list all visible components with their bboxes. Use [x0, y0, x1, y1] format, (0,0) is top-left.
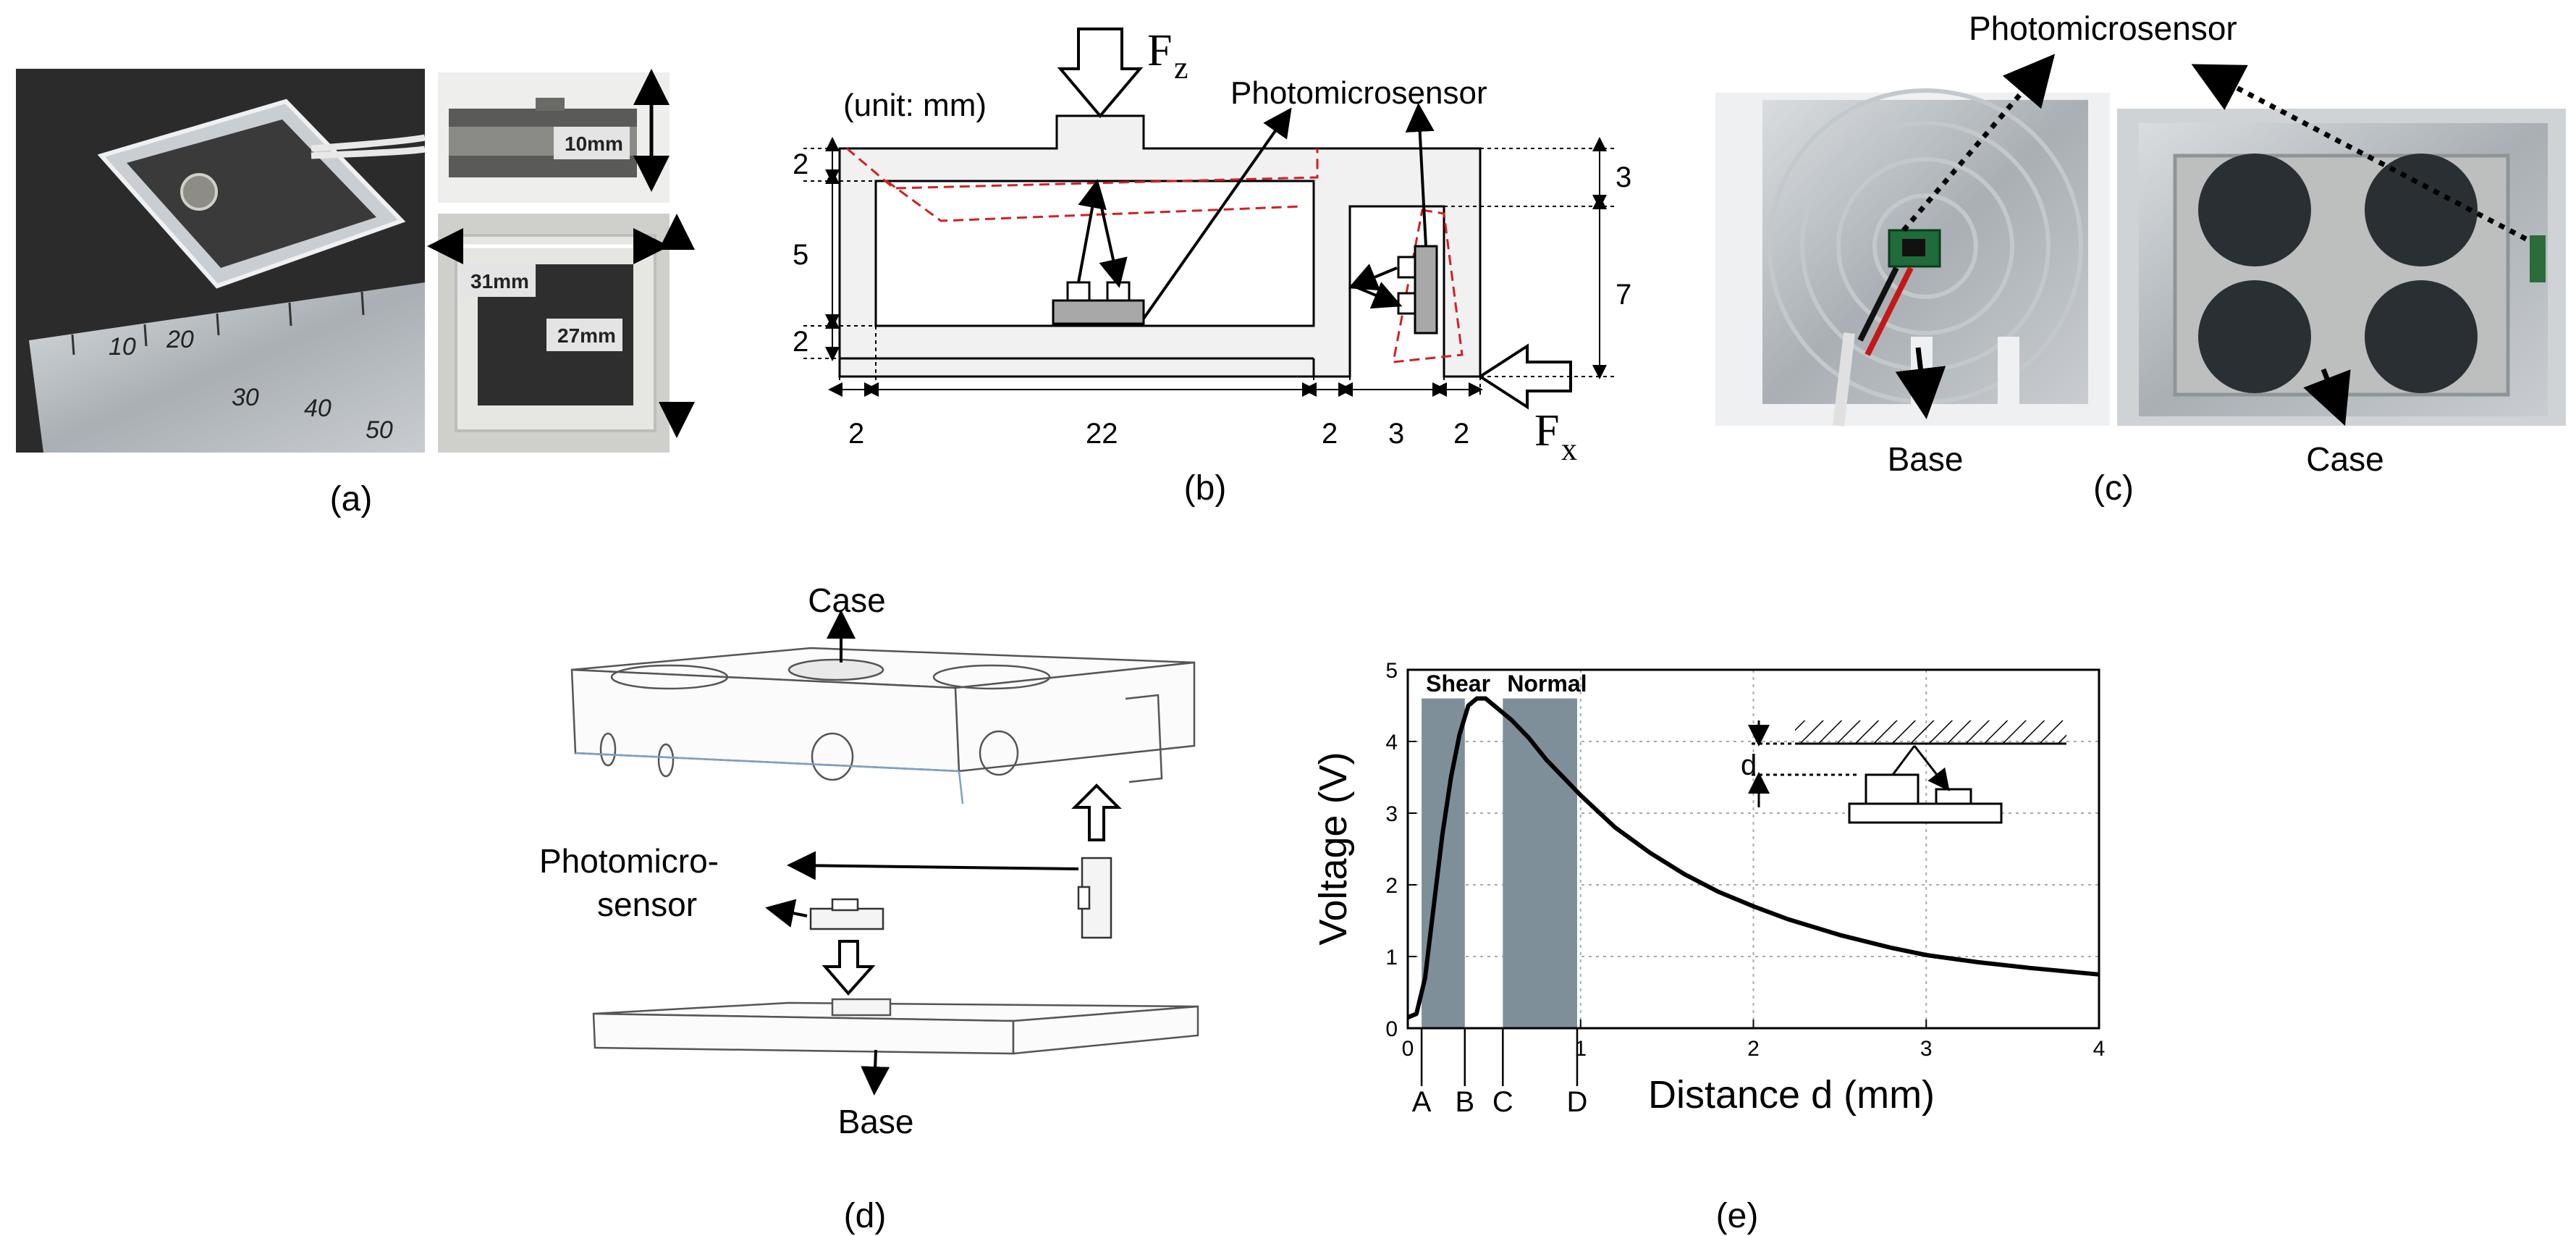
- panel-label-c: (c): [2093, 469, 2134, 508]
- dim-label: 3: [1616, 161, 1631, 193]
- assembly-arrow-down: [822, 940, 876, 996]
- panel-label-a: (a): [330, 480, 373, 518]
- sensor-device-photo: [97, 98, 426, 289]
- ruler-tick-label: 20: [166, 326, 194, 353]
- sensor-3d-bottom: [809, 898, 884, 930]
- force-z-subscript: z: [1174, 50, 1188, 85]
- dim-label: 2: [793, 148, 808, 180]
- chart-ylabel: Voltage (V): [1312, 752, 1355, 945]
- dim-label-box: [460, 264, 536, 297]
- dim-label: 2: [793, 326, 808, 358]
- panel-d-text: Case Photomicro- sensor Base (d): [539, 581, 913, 1235]
- dim-label: 2: [848, 418, 864, 450]
- force-x-label: F: [1534, 406, 1559, 455]
- y-tick-label: 2: [1385, 874, 1398, 898]
- panel-b: [803, 28, 1614, 410]
- dim-width-label: 31mm: [470, 270, 529, 293]
- x-tick-label: 0: [1402, 1037, 1414, 1061]
- x-tick-label: 4: [2093, 1037, 2106, 1061]
- panel-label-b: (b): [1184, 469, 1227, 508]
- base-label-d: Base: [838, 1103, 914, 1140]
- dim-height-label: 10mm: [565, 133, 623, 155]
- case-label-d: Case: [808, 581, 885, 619]
- y-tick-label: 0: [1385, 1017, 1398, 1041]
- chart-xlabel: Distance d (mm): [1648, 1073, 1935, 1117]
- region-boundary-label: A: [1412, 1086, 1432, 1118]
- region-boundary-label: D: [1567, 1086, 1588, 1118]
- unit-note: (unit: mm): [843, 88, 987, 123]
- dim-label-box: [554, 127, 630, 159]
- shaded-region: [1503, 698, 1577, 1028]
- region-boundary-label: B: [1455, 1086, 1474, 1118]
- y-tick-label: 5: [1385, 659, 1398, 683]
- ruler-tick-label: 30: [232, 384, 259, 411]
- y-tick-label: 3: [1385, 802, 1398, 826]
- chart-series: [1406, 696, 2100, 1020]
- photomicrosensor-pcb: [1888, 229, 1941, 268]
- panel-a: 10 20 30 40 50 10mm 31mm 27mm (a): [16, 69, 695, 518]
- photomicrosensor-side: [1414, 245, 1438, 335]
- y-tick-label: 4: [1385, 731, 1398, 754]
- force-x-subscript: x: [1561, 432, 1577, 467]
- sensor-3d-side: [1077, 857, 1112, 939]
- case-3d: [570, 647, 1196, 804]
- assembly-arrow-up: [1071, 783, 1122, 841]
- region-label: Shear: [1426, 670, 1490, 697]
- chart-inset-diagram: [1748, 720, 2066, 824]
- y-tick-label: 1: [1385, 946, 1398, 970]
- force-z-arrow: [1057, 28, 1144, 119]
- dim-label-box: [546, 319, 622, 351]
- voltage-curve: [1406, 696, 2100, 1020]
- ruler-tick-label: 50: [366, 416, 393, 444]
- ruler-tick-label: 10: [109, 333, 136, 361]
- sensor-label-b: Photomicrosensor: [1230, 75, 1487, 111]
- base-label-c: Base: [1888, 440, 1964, 478]
- region-boundary-label: C: [1492, 1086, 1513, 1118]
- steel-ruler: 10 20 30 40 50: [29, 282, 425, 453]
- ruler-tick-label: 40: [304, 395, 331, 422]
- dim-label: 2: [1453, 418, 1469, 450]
- force-z-label: F: [1147, 26, 1172, 75]
- dim-depth-label: 27mm: [557, 324, 616, 347]
- case-label-c: Case: [2306, 440, 2383, 478]
- panel-b-text: (unit: mm) F z F x Photomicrosensor 2 5 …: [793, 26, 1631, 508]
- inset-label-d: d: [1741, 749, 1757, 781]
- panel-d: [570, 610, 1199, 1096]
- dim-label: 7: [1616, 279, 1631, 311]
- panel-label-d: (d): [844, 1197, 887, 1235]
- dim-label: 3: [1388, 418, 1404, 450]
- sensor-label-d-line1: Photomicro-: [539, 842, 719, 880]
- dim-label: 2: [1322, 418, 1338, 450]
- sensor-label-c: Photomicrosensor: [1969, 9, 2237, 47]
- panel-label-e: (e): [1716, 1197, 1759, 1235]
- chart-regions: [1422, 698, 1577, 1028]
- photomicrosensor-case: [2530, 235, 2546, 282]
- inset-surface-hatch: [1795, 720, 2066, 744]
- x-tick-label: 3: [1920, 1037, 1933, 1061]
- panel-c: Photomicrosensor Base Case (c): [1715, 9, 2566, 508]
- dim-label: 22: [1086, 418, 1118, 450]
- sensor-label-d-line2: sensor: [597, 886, 697, 923]
- region-label: Normal: [1507, 670, 1587, 697]
- dim-label: 5: [793, 239, 808, 271]
- x-tick-label: 2: [1747, 1037, 1760, 1061]
- base-3d: [592, 998, 1199, 1055]
- photomicrosensor-bottom: [1052, 299, 1145, 325]
